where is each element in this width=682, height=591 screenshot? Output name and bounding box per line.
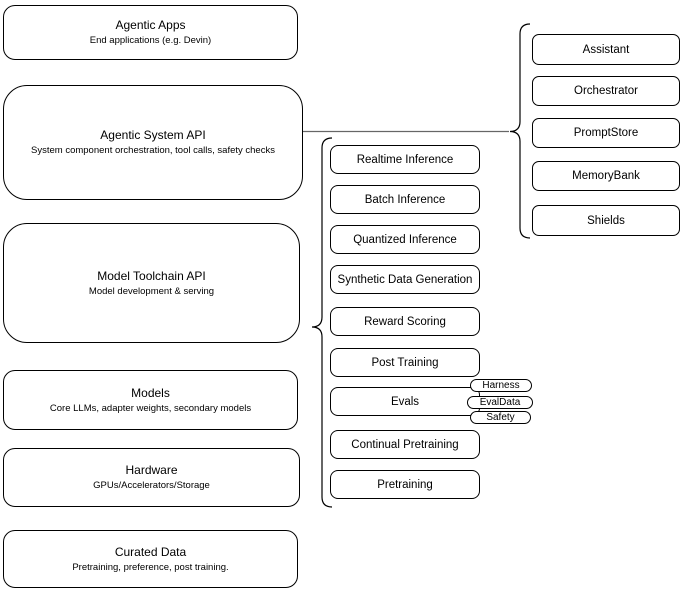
box-models: Models Core LLMs, adapter weights, secon… (3, 370, 298, 430)
box-subtitle: Model development & serving (88, 285, 215, 297)
box-title: Agentic System API (100, 128, 206, 142)
box-label: PromptStore (573, 127, 639, 139)
tag-safety: Safety (470, 411, 531, 424)
box-label: Assistant (582, 43, 630, 56)
tag-evaldata: EvalData (467, 396, 533, 409)
box-title: Hardware (125, 463, 178, 477)
box-label: Quantized Inference (353, 233, 457, 246)
box-promptstore: PromptStore (532, 118, 680, 148)
box-label: Batch Inference (364, 193, 446, 206)
tag-harness: Harness (470, 379, 532, 392)
box-agentic-system-api: Agentic System API System component orch… (3, 85, 303, 200)
box-title: Agentic Apps (115, 18, 186, 32)
box-subtitle: GPUs/Accelerators/Storage (93, 480, 210, 491)
box-label: Post Training (371, 356, 439, 369)
box-subtitle: System component orchestration, tool cal… (31, 145, 275, 156)
box-continual-pretraining: Continual Pretraining (330, 430, 480, 459)
box-curated-data: Curated Data Pretraining, preference, po… (3, 530, 298, 588)
box-subtitle: End applications (e.g. Devin) (89, 35, 212, 46)
tag-label: EvalData (479, 397, 521, 408)
box-model-toolchain-api: Model Toolchain API Model development & … (3, 223, 300, 343)
box-label: MemoryBank (572, 170, 640, 182)
box-subtitle: Core LLMs, adapter weights, secondary mo… (49, 402, 252, 414)
box-agentic-apps: Agentic Apps End applications (e.g. Devi… (3, 5, 298, 60)
box-label: Evals (390, 395, 420, 408)
box-orchestrator: Orchestrator (532, 76, 680, 106)
box-reward-scoring: Reward Scoring (330, 307, 480, 336)
box-subtitle: Pretraining, preference, post training. (72, 561, 229, 573)
tag-label: Safety (486, 412, 515, 423)
box-assistant: Assistant (532, 34, 680, 65)
box-label: Orchestrator (574, 85, 638, 97)
box-realtime-inference: Realtime Inference (330, 145, 480, 174)
box-label: Synthetic Data Generation (337, 273, 473, 286)
box-quantized-inference: Quantized Inference (330, 225, 480, 254)
box-label: Reward Scoring (364, 315, 446, 328)
components-group-brace (509, 23, 531, 239)
toolchain-group-brace (311, 137, 333, 508)
box-title: Model Toolchain API (97, 268, 206, 283)
box-batch-inference: Batch Inference (330, 185, 480, 214)
box-evals: Evals (330, 387, 480, 416)
box-pretraining: Pretraining (330, 470, 480, 499)
box-shields: Shields (532, 205, 680, 236)
box-label: Continual Pretraining (351, 438, 459, 451)
box-hardware: Hardware GPUs/Accelerators/Storage (3, 448, 300, 507)
box-synthetic-data-generation: Synthetic Data Generation (330, 265, 480, 294)
box-memorybank: MemoryBank (532, 161, 680, 191)
box-title: Curated Data (114, 544, 187, 559)
box-label: Realtime Inference (356, 153, 454, 166)
box-title: Models (131, 385, 170, 400)
box-label: Pretraining (377, 478, 433, 491)
box-label: Shields (587, 214, 625, 227)
box-post-training: Post Training (330, 348, 480, 377)
tag-label: Harness (482, 380, 520, 391)
